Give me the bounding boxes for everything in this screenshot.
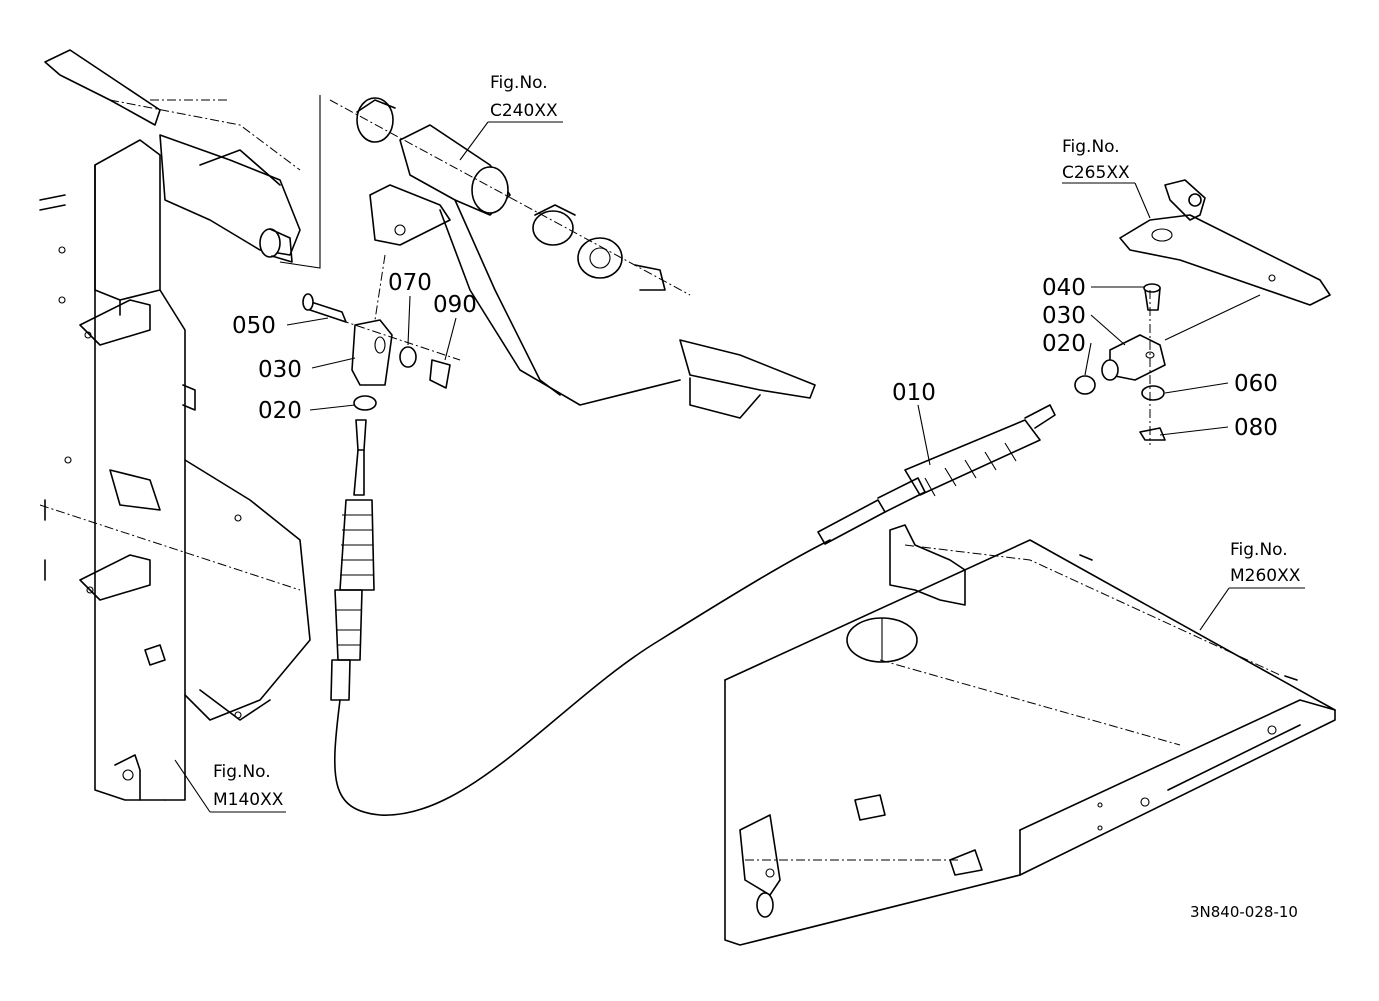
fig-code-m260: M260XX [1230, 566, 1301, 586]
fig-title-m260: Fig.No. [1230, 540, 1288, 560]
clutch-pedal [329, 97, 816, 419]
left-clevis-group [302, 254, 461, 411]
drawing-code: 3N840-028-10 [1190, 903, 1298, 921]
fig-title-m140: Fig.No. [213, 762, 271, 782]
part-label-060: 060 [1234, 371, 1278, 397]
flex-cable [333, 539, 831, 816]
fig-code-c265: C265XX [1062, 163, 1130, 183]
fig-code-m140: M140XX [213, 790, 284, 810]
right-clevis-group [1074, 283, 1166, 445]
fig-title-c265: Fig.No. [1062, 137, 1120, 157]
part-label-030-left: 030 [258, 357, 302, 383]
cable-assembly-010 [817, 404, 1056, 545]
part-label-070: 070 [388, 270, 432, 296]
part-label-020-left: 020 [258, 398, 302, 424]
part-label-050: 050 [232, 313, 276, 339]
part-label-040: 040 [1042, 275, 1086, 301]
right-panel [724, 524, 1336, 946]
lever-arm [1119, 179, 1331, 341]
leader-lines [174, 121, 1305, 813]
pedal-shaft-bracket [159, 95, 321, 269]
fig-code-c240: C240XX [490, 101, 558, 121]
part-label-020-right: 020 [1042, 331, 1086, 357]
part-label-080: 080 [1234, 415, 1278, 441]
left-frame [39, 49, 311, 801]
part-label-010: 010 [892, 380, 936, 406]
cable-end-left [330, 419, 375, 701]
fig-title-c240: Fig.No. [490, 73, 548, 93]
part-label-030-right: 030 [1042, 303, 1086, 329]
part-label-090: 090 [433, 292, 477, 318]
